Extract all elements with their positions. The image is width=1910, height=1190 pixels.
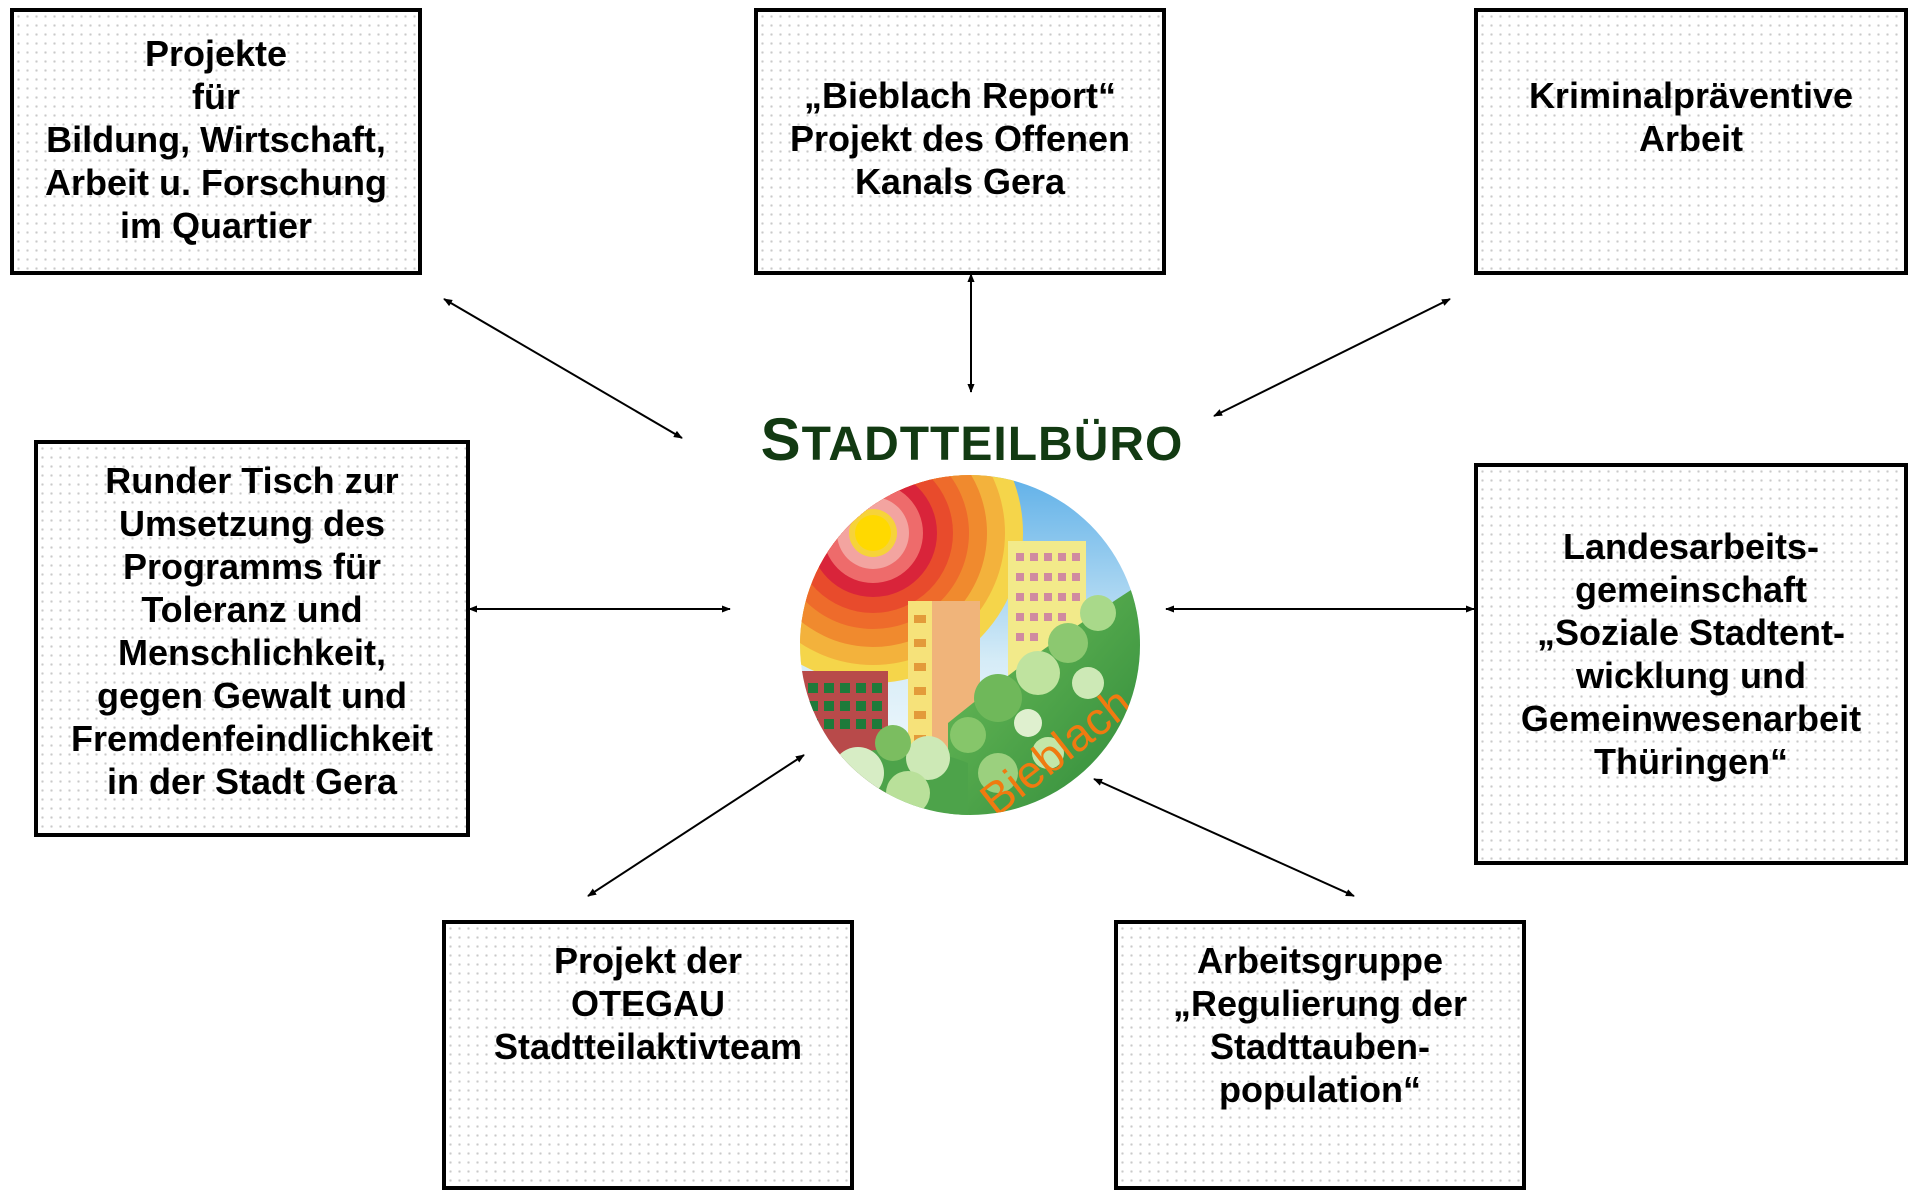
box-text-line: Projekt der (553, 940, 743, 981)
title-initial: S (760, 406, 802, 473)
box-text-line: Projekte (144, 33, 288, 74)
box-landesarbeitsgemeinschaft: Landesarbeits-gemeinschaft„Soziale Stadt… (1474, 463, 1908, 865)
arrow-bottom-right (1093, 778, 1355, 897)
box-text-line: Arbeitsgruppe (1196, 940, 1444, 981)
box-text-line: Stadtteilaktivteam (493, 1026, 803, 1067)
arrow-bottom-left (587, 754, 805, 897)
box-text-line: gegen Gewalt und (96, 675, 408, 716)
box-text-line: Programms für (122, 546, 382, 587)
arrow-top-left (443, 298, 683, 439)
title-rest: TADTTEILBÜRO (801, 418, 1184, 471)
box-text-line: Kriminalpräventive (1528, 75, 1854, 116)
center-title: STADTTEILBÜRO (742, 405, 1202, 474)
box-text-line: gemeinschaft (1574, 569, 1808, 610)
box-text-line: Umsetzung des (118, 503, 386, 544)
box-text-line: Stadttauben- (1210, 1026, 1430, 1067)
box-text-line: „Soziale Stadtent- (1536, 612, 1846, 653)
box-text-line: Runder Tisch zur (105, 460, 399, 501)
arrow-top-right (1213, 298, 1451, 417)
box-text-line: Bildung, Wirtschaft, (46, 119, 386, 160)
box-text-line: Projekt des Offenen (789, 118, 1131, 159)
box-text-line: Arbeit (1638, 118, 1743, 159)
box-text-line: Gemeinwesenarbeit (1520, 698, 1862, 739)
box-text-line: in der Stadt Gera (106, 761, 398, 802)
box-text-line: wicklung und (1576, 655, 1806, 696)
box-text-line: für (192, 76, 240, 117)
box-text-line: OTEGAU (570, 983, 725, 1024)
box-text-line: Thüringen“ (1594, 741, 1788, 782)
box-text-line: Arbeit u. Forschung (45, 162, 387, 203)
box-text-line: Kanals Gera (854, 161, 1066, 202)
box-text-line: „Bieblach Report“ (803, 75, 1117, 116)
bieblach-logo: Bieblach (800, 475, 1140, 815)
box-text-line: im Quartier (119, 205, 313, 246)
box-text-line: Fremdenfeindlichkeit (70, 718, 434, 759)
box-text-line: „Regulierung der (1172, 983, 1468, 1024)
box-text-line: population“ (1219, 1069, 1421, 1110)
box-text-line: Menschlichkeit, (117, 632, 387, 673)
box-text-line: Toleranz und (141, 589, 363, 630)
box-text-line: Landesarbeits- (1562, 526, 1820, 567)
